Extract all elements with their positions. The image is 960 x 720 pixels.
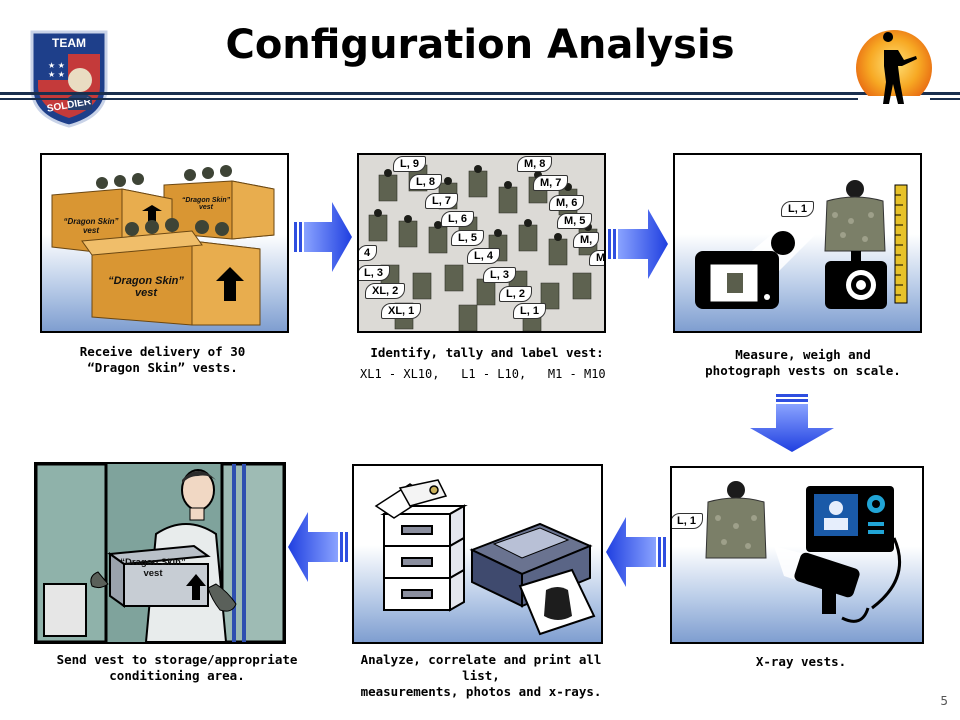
page-title: Configuration Analysis (225, 22, 735, 68)
arrow-right-1 (294, 200, 352, 274)
header-rule-top (0, 92, 960, 95)
page-number: 5 (940, 694, 948, 708)
step6-box-label: “Dragon Skin” vest (120, 557, 186, 579)
vest-tag-l-3: L, 3 (483, 267, 516, 283)
vest-tag-left-3: XL, 1 (381, 303, 422, 319)
box-back-right (163, 180, 275, 240)
vest-tag-l-2: L, 2 (499, 286, 532, 302)
xray-vest (705, 481, 767, 559)
arrow-left-2 (288, 510, 348, 584)
step2-subcaption: XL1 - XL10, L1 - L10, M1 - M10 (360, 367, 606, 381)
step6-storage-image: “Dragon Skin” vest (34, 462, 286, 644)
vest-on-stand (824, 180, 886, 252)
step5-caption: Analyze, correlate and print all list, m… (360, 652, 602, 699)
soldier-sunset-logo (852, 26, 936, 116)
vest-tag-l-9: L, 9 (393, 156, 426, 172)
vest-tag-m-7: M, 7 (533, 175, 569, 191)
team-soldier-logo: ★ ★ ★ ★ TEAM SOLDIER (28, 28, 110, 128)
xray-monitor (806, 486, 894, 552)
step4-caption: X-ray vests. (755, 654, 847, 669)
vest-tag-left-0: 4 (359, 245, 378, 261)
vest-tag-l-1: L, 1 (513, 303, 546, 319)
box-label-back: “Dragon Skin” vest (63, 217, 119, 235)
step2-caption: Identify, tally and label vest: (370, 345, 604, 360)
box-label-front: “Dragon Skin” vest (108, 275, 184, 299)
vest-tag-l-5: L, 5 (451, 230, 484, 246)
step1-delivery-image: “Dragon Skin” vest “Dragon Skin” vest “D… (40, 153, 289, 333)
vest-tag-left-2: XL, 2 (365, 283, 406, 299)
arrow-left-1 (606, 515, 666, 589)
box-front (81, 230, 261, 326)
arrow-down (750, 394, 836, 452)
step3-measure-image: L, 1 (673, 153, 922, 333)
svg-text:★ ★: ★ ★ (48, 70, 65, 79)
vest-tag-m-6: M, 6 (549, 195, 585, 211)
step3-vest-tag: L, 1 (781, 201, 814, 217)
vest-tag-l-6: L, 6 (441, 211, 474, 227)
vest-tag-l-7: L, 7 (425, 193, 458, 209)
step4-xray-image: L, 1 (670, 466, 924, 644)
logo-text-top: TEAM (52, 36, 86, 50)
arrow-right-2 (608, 207, 668, 281)
step6-caption: Send vest to storage/appropriate conditi… (56, 652, 298, 683)
vest-tag-m-3: M (589, 250, 604, 266)
xray-gun (794, 537, 902, 623)
papers (374, 479, 448, 519)
step3-caption: Measure, weigh and photograph vests on s… (705, 347, 901, 378)
scale (825, 251, 887, 309)
vest-tag-m-8: M, 8 (517, 156, 553, 172)
step5-analyze-image (352, 464, 603, 644)
step4-vest-tag: L, 1 (672, 513, 703, 529)
svg-text:★ ★: ★ ★ (48, 61, 65, 70)
box-label-mid: “Dragon Skin” vest (181, 197, 231, 211)
step2-labeled-vests-image: 4 L, 3 XL, 2 XL, 1 L, 9 L, 8 L, 7 L, 6 L… (357, 153, 606, 333)
header-rule-bottom (0, 98, 960, 100)
vest-tag-m-4: M, (573, 232, 600, 248)
ruler (894, 184, 908, 304)
printout (518, 568, 596, 636)
vest-tag-l-8: L, 8 (409, 174, 442, 190)
vest-tag-left-1: L, 3 (359, 265, 390, 281)
camera (695, 231, 795, 309)
step1-caption: Receive delivery of 30 “Dragon Skin” ves… (79, 344, 246, 375)
vest-tag-m-5: M, 5 (557, 213, 593, 229)
carried-box (107, 544, 211, 608)
vest-tag-l-4: L, 4 (467, 248, 500, 264)
file-boxes (380, 504, 468, 612)
